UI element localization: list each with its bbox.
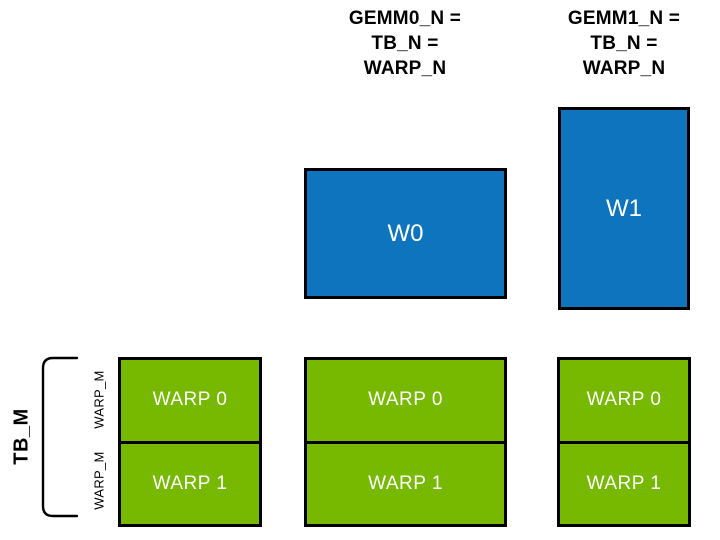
- gemm1-n-line3: WARP_N: [582, 58, 666, 79]
- tb-m-bracket: [41, 356, 79, 518]
- warp-accumulator-w1-box: W1: [558, 107, 690, 310]
- gemm1-n-line2: TB_N =: [590, 33, 658, 54]
- w1-label: W1: [606, 194, 642, 222]
- tile-group-right: WARP 0 WARP 1: [557, 357, 691, 527]
- tile-left-warp1: WARP 1: [121, 440, 259, 525]
- tile-right-warp0: WARP 0: [586, 389, 662, 411]
- tile-center-warp1: WARP 1: [307, 440, 504, 525]
- gemm1-n-line1: GEMM1_N =: [567, 8, 681, 29]
- gemm0-n-line2: TB_N =: [371, 33, 439, 54]
- gemm0-n-label: GEMM0_N = TB_N = WARP_N: [305, 6, 505, 81]
- tile-right-warp1: WARP 1: [560, 440, 688, 525]
- tb-m-label: TB_M: [10, 408, 33, 465]
- warp-accumulator-w0-box: W0: [304, 168, 507, 299]
- gemm0-n-line3: WARP_N: [363, 58, 447, 79]
- w0-label: W0: [387, 219, 424, 247]
- tile-center-warp0: WARP 0: [368, 389, 443, 411]
- gemm1-n-label: GEMM1_N = TB_N = WARP_N: [524, 6, 720, 81]
- warp-m-upper-label: WARP_M: [91, 370, 107, 429]
- tile-group-left: WARP 0 WARP 1: [118, 357, 262, 527]
- tile-group-center: WARP 0 WARP 1: [304, 357, 507, 527]
- warp-m-lower-label: WARP_M: [91, 451, 107, 510]
- tile-left-warp0: WARP 0: [152, 389, 228, 411]
- gemm0-n-line1: GEMM0_N =: [348, 8, 462, 29]
